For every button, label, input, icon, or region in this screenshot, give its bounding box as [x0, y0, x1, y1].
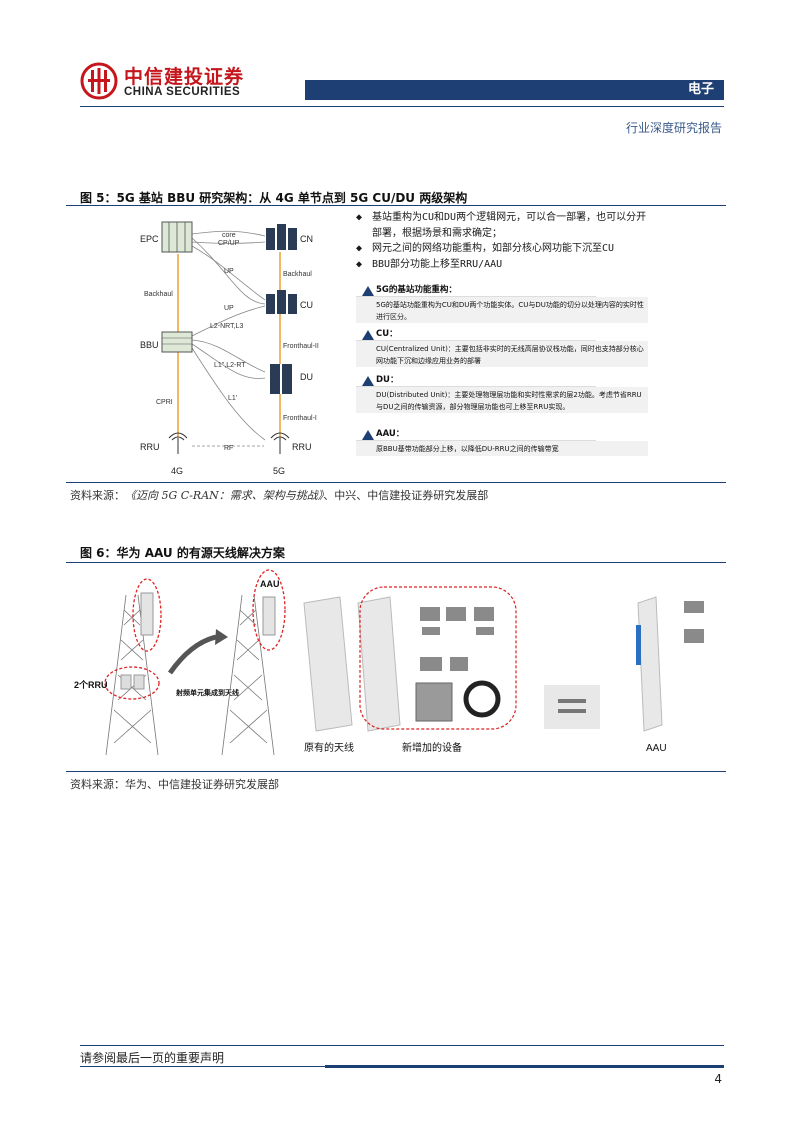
callout-5g: 5G的基站功能重构： 5G的基站功能重构为CU和DU两个功能实体。CU与DU功能… — [356, 284, 648, 323]
bullet-item: 基站重构为CU和DU两个逻辑网元，可以合一部署，也可以分开部署，根据场景和需求确… — [356, 210, 656, 241]
equals-box — [544, 685, 600, 729]
callout-heading: CU： — [376, 329, 398, 339]
bullet-item: BBU部分功能上移至RRU/AAU — [356, 257, 656, 273]
aau-unit — [262, 596, 276, 636]
figure6-title: 图 6：华为 AAU 的有源天线解决方案 — [80, 546, 285, 560]
rru-box — [133, 674, 145, 690]
tower-right-icon — [221, 594, 275, 756]
figure6-source: 资料来源：华为、中信建投证券研究发展部 — [70, 778, 279, 791]
mounting-brackets-icon — [420, 607, 494, 671]
label-fronthaul-ii: Fronthaul-II — [283, 343, 319, 350]
company-logo-icon — [80, 62, 118, 100]
radio-module-icon — [415, 682, 453, 722]
antenna-left — [140, 592, 154, 636]
cn-icon — [266, 224, 297, 250]
label-5g: 5G — [273, 466, 285, 476]
label-two-rru: 2个RRU — [74, 679, 108, 690]
report-type: 行业深度研究报告 — [625, 121, 722, 135]
header-bar — [305, 80, 724, 100]
label-aau-bottom: AAU — [646, 743, 667, 754]
bbu-icon — [161, 331, 193, 353]
rru-left-antenna-icon — [168, 432, 188, 454]
equals-icon — [558, 699, 586, 703]
label-aau-top: AAU — [260, 579, 280, 589]
figure5-title: 图 5：5G 基站 BBU 研究架构：从 4G 单节点到 5G CU/DU 两级… — [80, 191, 468, 205]
callout-body: CU(Centralized Unit)：主要包括非实时的无线高层协议栈功能，同… — [356, 341, 648, 367]
disclaimer-note: 请参阅最后一页的重要声明 — [80, 1051, 225, 1065]
bullet-item: 网元之间的网络功能重构，如部分核心网功能下沉至CU — [356, 241, 656, 257]
label-cn: CN — [300, 234, 313, 244]
label-rru-left: RRU — [140, 442, 160, 452]
label-du: DU — [300, 372, 313, 382]
figure5-architecture-diagram: EPC BBU RRU CN CU DU RRU 4G 5G Backhaul … — [140, 221, 319, 476]
figure6-top-rule — [66, 562, 726, 563]
figure6-bottom-rule — [66, 771, 726, 772]
cable-coil-icon — [463, 680, 501, 718]
figure6-aau-illustration: 2个RRU 射频单元集成到天线 AAU 原有的天线 新增加的设备 AAU — [74, 569, 704, 756]
company-name-en: CHINA SECURITIES — [124, 86, 241, 98]
label-cpup: CP/UP — [218, 240, 240, 247]
label-rru-right: RRU — [292, 442, 312, 452]
label-epc: EPC — [140, 234, 159, 244]
header-section: 电子 — [687, 82, 714, 97]
label-l2nrt: L2-NRT,L3 — [210, 323, 243, 330]
header-divider — [80, 106, 724, 107]
footer-divider — [80, 1045, 724, 1046]
callout-du: DU： DU(Distributed Unit)：主要处理物理层功能和实时性需求… — [356, 374, 648, 413]
page-number: 4 — [714, 1072, 722, 1086]
label-backhaul-left: Backhaul — [144, 291, 173, 298]
label-l1l2rt: L1",L2-RT — [214, 362, 246, 369]
triangle-icon — [362, 286, 374, 296]
original-antenna-icon — [303, 596, 353, 732]
arrow-icon — [167, 634, 217, 675]
rru-right-antenna-icon — [270, 432, 290, 454]
figure5-bottom-rule — [66, 482, 726, 483]
triangle-icon — [362, 430, 374, 440]
label-backhaul-right: Backhaul — [283, 271, 312, 278]
figure5-source: 资料来源：《迈向 5G C-RAN：需求、架构与挑战》、中兴、中信建投证券研究发… — [70, 489, 489, 502]
label-new-equipment: 新增加的设备 — [402, 741, 462, 754]
callout-heading: 5G的基站功能重构： — [376, 285, 457, 295]
figure5-top-rule — [66, 205, 726, 206]
callout-heading: AAU： — [376, 429, 405, 439]
callout-cu: CU： CU(Centralized Unit)：主要包括非实时的无线高层协议栈… — [356, 328, 648, 367]
cu-icon — [266, 290, 297, 314]
label-l1: L1' — [228, 395, 237, 402]
callout-body: 原BBU基带功能部分上移，以降低DU-RRU之间的传输带宽 — [356, 441, 648, 456]
callout-body: 5G的基站功能重构为CU和DU两个功能实体。CU与DU功能的切分以处理内容的实时… — [356, 297, 648, 323]
label-fronthaul-i: Fronthaul-I — [283, 415, 317, 422]
du-icon — [270, 364, 292, 394]
footer-bar — [325, 1065, 724, 1068]
rru-box — [120, 674, 132, 690]
callout-heading: DU： — [376, 375, 399, 385]
label-cu: CU — [300, 300, 313, 310]
label-up2: UP — [224, 305, 234, 312]
label-cpri: CPRI — [156, 399, 173, 406]
label-rf: RF — [224, 445, 233, 452]
label-bbu: BBU — [140, 340, 159, 350]
callout-body: DU(Distributed Unit)：主要处理物理层功能和实时性需求的层2功… — [356, 387, 648, 413]
triangle-icon — [362, 376, 374, 386]
label-4g: 4G — [171, 466, 183, 476]
label-core: core — [222, 232, 236, 239]
label-up1: UP — [224, 268, 234, 275]
callout-aau: AAU： 原BBU基带功能部分上移，以降低DU-RRU之间的传输带宽 — [356, 428, 648, 456]
label-original-antenna: 原有的天线 — [304, 741, 354, 754]
aau-product-icon — [637, 596, 663, 732]
label-integrate: 射频单元集成到天线 — [175, 688, 239, 697]
figure5-bullet-list: 基站重构为CU和DU两个逻辑网元，可以合一部署，也可以分开部署，根据场景和需求确… — [356, 210, 656, 272]
company-name-cn: 中信建投证券 — [124, 66, 245, 88]
triangle-icon — [362, 330, 374, 340]
